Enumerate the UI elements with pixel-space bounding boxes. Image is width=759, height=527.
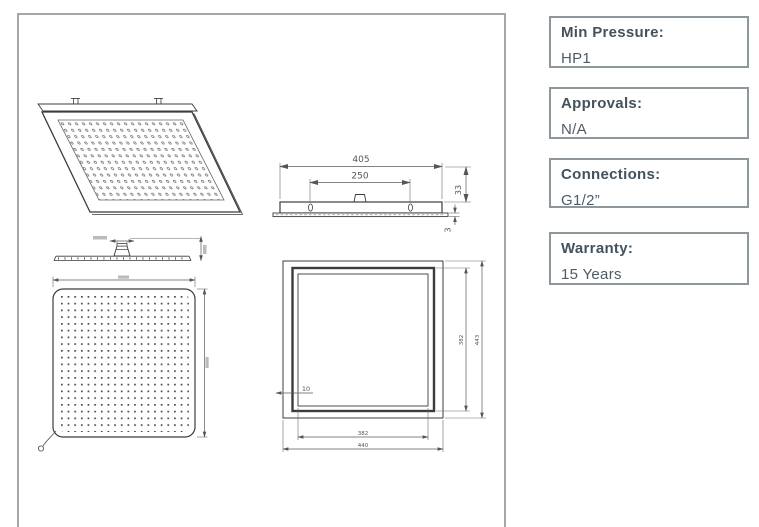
dim-inlet-spacing: 250 — [351, 172, 368, 182]
dim-inner-width: 382 — [358, 431, 369, 437]
connections-value: G1/2” — [561, 192, 601, 209]
edge-view — [53, 235, 207, 262]
dim-inner-height: 382 — [459, 335, 465, 346]
dim-outer-height: 443 — [475, 334, 481, 345]
connections-label: Connections: — [561, 166, 661, 183]
dim-face-plate: 3 — [444, 227, 453, 232]
dim-overall-width: 405 — [352, 155, 369, 165]
approvals-value: N/A — [561, 121, 587, 138]
micro-label-height — [203, 245, 207, 254]
micro-label-face-height — [205, 357, 209, 368]
spec-box-approvals: Approvals: N/A — [549, 87, 749, 139]
dim-outer-width: 440 — [358, 443, 369, 449]
approvals-label: Approvals: — [561, 95, 643, 112]
warranty-value: 15 Years — [561, 266, 622, 283]
dim-body-height: 33 — [454, 185, 463, 195]
face-view — [37, 275, 209, 452]
min-pressure-label: Min Pressure: — [561, 24, 665, 41]
warranty-label: Warranty: — [561, 240, 634, 257]
install-view: 382 443 382 440 10 — [275, 260, 486, 452]
spec-box-warranty: Warranty: 15 Years — [549, 232, 749, 285]
dim-corner-offset: 10 — [302, 385, 310, 393]
isometric-view — [37, 98, 244, 215]
side-view: 405 250 33 3 — [272, 155, 471, 233]
spec-box-min-pressure: Min Pressure: HP1 — [549, 16, 749, 68]
min-pressure-value: HP1 — [561, 50, 592, 67]
spec-box-connections: Connections: G1/2” — [549, 158, 749, 209]
micro-label-face-width — [118, 275, 129, 279]
micro-label-connector — [93, 236, 107, 240]
